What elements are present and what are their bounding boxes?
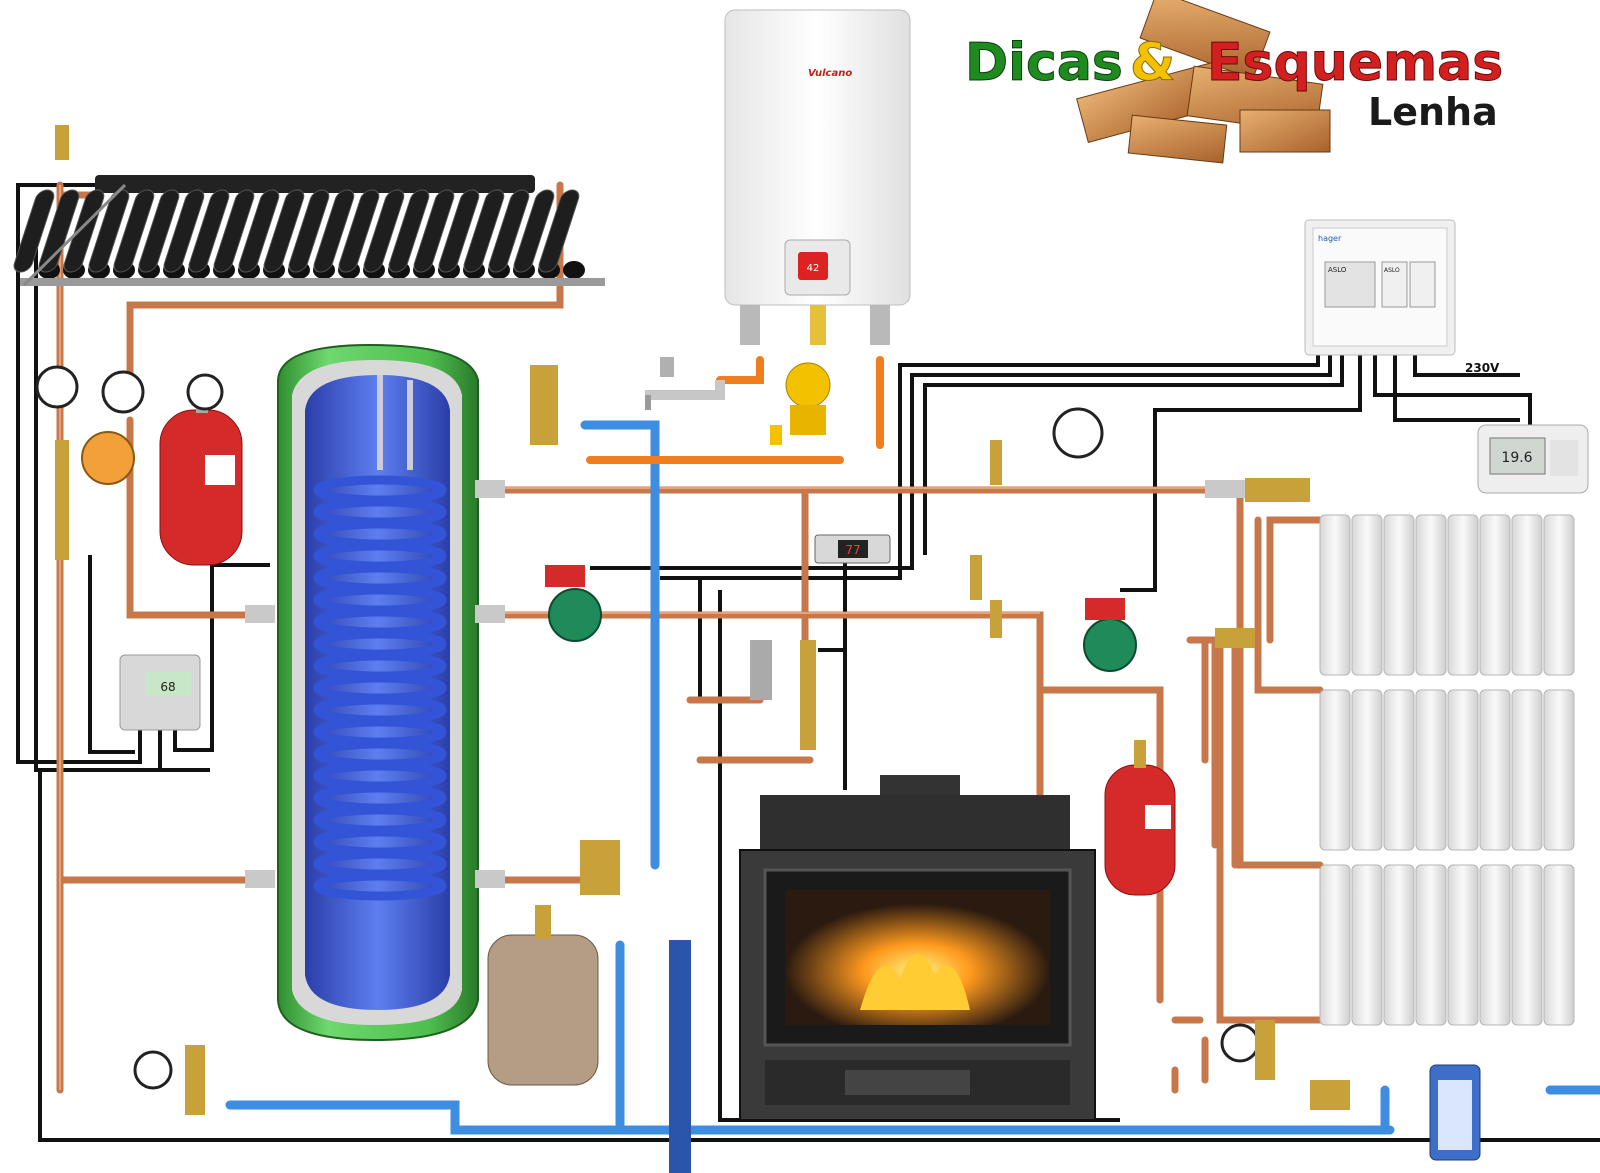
solar-tube: [238, 189, 280, 273]
radiator-fin: [1479, 514, 1511, 676]
cold-water-pipes: [225, 420, 1600, 1135]
fireplace-controller-display: 77: [845, 543, 860, 557]
radiator-fin: [1447, 864, 1479, 1026]
firewood-logo: [1076, 0, 1331, 164]
solar-tube: [38, 189, 80, 273]
gas-regulator: [770, 362, 831, 445]
radiator-fin: [1543, 864, 1575, 1026]
solar-controller: 68: [119, 654, 201, 731]
tank-heat-coil: [313, 475, 447, 901]
brand-word-dicas: Dicas: [965, 33, 1123, 93]
radiator-fin: [1383, 514, 1415, 676]
gas-line: [586, 356, 884, 464]
boiler-brand: Vulcano: [808, 68, 852, 79]
gas-boiler: Vulcano 42: [724, 9, 911, 345]
radiator-fin: [1543, 689, 1575, 851]
breaker-label-2: ASLO: [1384, 267, 1400, 274]
solar-expansion-vessel: [159, 395, 243, 566]
electrical-panel: hager ASLO ASLO 230V: [1304, 219, 1500, 375]
solar-tube: [163, 189, 205, 273]
radiator-fin: [1479, 689, 1511, 851]
voltage-label: 230V: [1465, 361, 1500, 375]
radiators: [1319, 514, 1575, 1026]
radiator-fin: [1319, 689, 1351, 851]
panel-brand: hager: [1318, 234, 1342, 243]
boiler-display-value: 42: [807, 263, 820, 274]
coil-turn: [313, 871, 447, 901]
branding: Dicas & Esquemas Lenha: [965, 0, 1504, 164]
solar-tube: [188, 189, 230, 273]
radiator-fin: [1351, 514, 1383, 676]
boiler-display: [798, 252, 828, 280]
radiator-fin: [1479, 864, 1511, 1026]
heating-expansion-vessel: [1104, 740, 1176, 896]
solar-tube: [88, 189, 130, 273]
solar-tube: [63, 189, 105, 273]
solar-tube: [113, 189, 155, 273]
fireplace-controller: 77: [814, 534, 891, 564]
solar-tubes: [13, 189, 585, 279]
solar-tube: [538, 189, 580, 273]
radiator-fin: [1383, 864, 1415, 1026]
brand-word-esquemas: Esquemas: [1207, 33, 1503, 93]
hot-water-tank: [277, 343, 479, 1042]
radiator-fin: [1543, 514, 1575, 676]
solar-tube: [363, 189, 405, 273]
radiator-fin: [1511, 514, 1543, 676]
breaker-label-1: ASLO: [1328, 266, 1347, 274]
fireplace-insert: [739, 600, 1096, 1121]
solar-tube: [338, 189, 380, 273]
brand-ampersand: &: [1130, 33, 1175, 93]
radiator-fin: [1415, 689, 1447, 851]
room-thermostat: 19.6: [1477, 424, 1589, 494]
radiator-fin: [1511, 689, 1543, 851]
radiator-fin: [1415, 864, 1447, 1026]
solar-tube: [13, 189, 55, 273]
solar-controller-display: 68: [160, 680, 175, 694]
solar-tube: [413, 189, 455, 273]
radiator-fin: [1415, 514, 1447, 676]
brand-subtitle: Lenha: [1368, 90, 1498, 134]
solar-tube: [138, 189, 180, 273]
radiator-fin: [1319, 864, 1351, 1026]
radiator-fin: [1511, 864, 1543, 1026]
flames: [860, 953, 970, 1010]
solar-tube: [488, 189, 530, 273]
sanitary-expansion-vessel: [487, 905, 599, 1086]
valves: [55, 125, 1481, 1161]
radiator-fin: [1383, 689, 1415, 851]
solar-tube: [438, 189, 480, 273]
solar-tube: [263, 189, 305, 273]
radiator-fin: [1447, 689, 1479, 851]
radiator-fin: [1351, 689, 1383, 851]
solar-tube: [463, 189, 505, 273]
radiator-fin: [1447, 514, 1479, 676]
solar-tube: [513, 189, 555, 273]
solar-tube: [213, 189, 255, 273]
faucet: [645, 357, 725, 410]
pressure-gauges: [35, 365, 1260, 1090]
solar-collector: [13, 175, 605, 287]
radiator-fin: [1319, 514, 1351, 676]
solar-tube: [313, 189, 355, 273]
circulation-pumps: [81, 431, 1137, 672]
solar-tube: [288, 189, 330, 273]
radiator-fin: [1351, 864, 1383, 1026]
solar-tube: [388, 189, 430, 273]
solar-tube-end: [563, 261, 585, 279]
control-cables: [16, 183, 1600, 1142]
thermostat-display: 19.6: [1501, 450, 1532, 466]
